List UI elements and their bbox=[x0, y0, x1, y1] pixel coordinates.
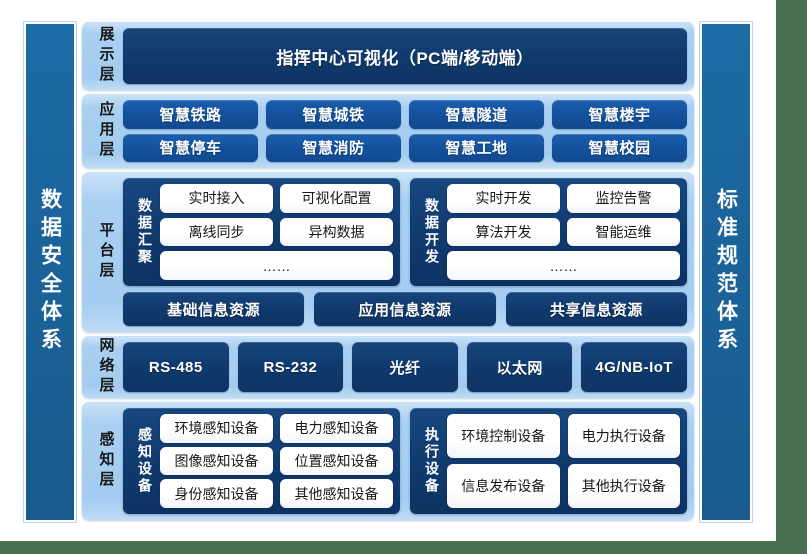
layer-platform-label-wrap: 平台层 bbox=[89, 178, 123, 326]
sensing-group-actuator-devices-grid: 环境控制设备 电力执行设备 信息发布设备 其他执行设备 bbox=[447, 414, 680, 508]
app-item-smart-campus[interactable]: 智慧校园 bbox=[552, 133, 687, 162]
pillar-data-security: 数据安全体系 bbox=[23, 21, 77, 523]
layer-platform-label: 平台层 bbox=[97, 222, 115, 282]
sensing-group-sensor-devices-label-wrap: 感知设备 bbox=[130, 414, 160, 508]
sense-item-image-sensor[interactable]: 图像感知设备 bbox=[160, 446, 273, 476]
platform-groups: 数据汇聚 实时接入 可视化配置 离线同步 异构数据 …… bbox=[123, 178, 687, 286]
platform-group-data-aggregation-label: 数据汇聚 bbox=[137, 198, 153, 266]
app-item-smart-railway[interactable]: 智慧铁路 bbox=[123, 100, 258, 129]
layer-application-label-wrap: 应用层 bbox=[89, 100, 123, 162]
layer-platform: 平台层 数据汇聚 实时接入 可视化配置 离线同步 bbox=[82, 172, 694, 332]
app-item-smart-building[interactable]: 智慧楼宇 bbox=[552, 100, 687, 129]
platform-group-data-aggregation-grid: 实时接入 可视化配置 离线同步 异构数据 …… bbox=[160, 184, 393, 280]
platform-resources: 基础信息资源 应用信息资源 共享信息资源 bbox=[123, 292, 687, 326]
sense-item-other-actuator[interactable]: 其他执行设备 bbox=[567, 464, 680, 508]
layer-application: 应用层 智慧铁路 智慧城铁 智慧隧道 智慧楼宇 智慧停车 智慧消防 智慧工地 智… bbox=[82, 94, 694, 168]
app-item-smart-parking[interactable]: 智慧停车 bbox=[123, 133, 258, 162]
net-item-fiber[interactable]: 光纤 bbox=[352, 342, 458, 392]
network-grid: RS-485 RS-232 光纤 以太网 4G/NB-IoT bbox=[123, 342, 687, 392]
app-item-smart-tunnel[interactable]: 智慧隧道 bbox=[409, 100, 544, 129]
layer-application-label: 应用层 bbox=[97, 101, 115, 161]
layer-application-body: 智慧铁路 智慧城铁 智慧隧道 智慧楼宇 智慧停车 智慧消防 智慧工地 智慧校园 bbox=[123, 100, 687, 162]
layer-sensing-label-wrap: 感知层 bbox=[89, 408, 123, 514]
plat-item-visual-config[interactable]: 可视化配置 bbox=[280, 184, 393, 213]
app-item-smart-metro[interactable]: 智慧城铁 bbox=[266, 100, 401, 129]
sense-item-other-sensor[interactable]: 其他感知设备 bbox=[280, 479, 393, 508]
pillar-standards: 标准规范体系 bbox=[699, 21, 753, 523]
layer-network-label: 网络层 bbox=[97, 337, 115, 397]
layer-platform-body: 数据汇聚 实时接入 可视化配置 离线同步 异构数据 …… bbox=[123, 178, 687, 326]
pillar-data-security-label: 数据安全体系 bbox=[38, 188, 62, 356]
display-banner-box[interactable]: 指挥中心可视化（PC端/移动端） bbox=[123, 28, 687, 84]
sensing-group-sensor-devices-grid: 环境感知设备 电力感知设备 图像感知设备 位置感知设备 身份感知设备 其他感知设… bbox=[160, 414, 393, 508]
layer-network: 网络层 RS-485 RS-232 光纤 以太网 4G/NB-IoT bbox=[82, 336, 694, 398]
platform-group-data-development-label: 数据开发 bbox=[424, 198, 440, 266]
layer-network-body: RS-485 RS-232 光纤 以太网 4G/NB-IoT bbox=[123, 342, 687, 392]
platform-group-data-aggregation: 数据汇聚 实时接入 可视化配置 离线同步 异构数据 …… bbox=[123, 178, 400, 286]
net-item-4g-nbiot[interactable]: 4G/NB-IoT bbox=[581, 342, 687, 392]
sensing-group-actuator-devices-label-wrap: 执行设备 bbox=[417, 414, 447, 508]
sensing-groups: 感知设备 环境感知设备 电力感知设备 图像感知设备 位置感知设备 身份感知设备 … bbox=[123, 408, 687, 514]
plat-item-realtime-access[interactable]: 实时接入 bbox=[160, 184, 273, 213]
resource-shared-information[interactable]: 共享信息资源 bbox=[505, 292, 687, 326]
layer-stack: 展示层 指挥中心可视化（PC端/移动端） 应用层 智慧铁路 智慧城铁 智慧隧道 … bbox=[82, 22, 694, 522]
layer-sensing-body: 感知设备 环境感知设备 电力感知设备 图像感知设备 位置感知设备 身份感知设备 … bbox=[123, 408, 687, 514]
plat-item-monitor-alarm[interactable]: 监控告警 bbox=[567, 184, 680, 213]
layer-display: 展示层 指挥中心可视化（PC端/移动端） bbox=[82, 22, 694, 90]
sense-item-info-publish[interactable]: 信息发布设备 bbox=[447, 464, 560, 508]
platform-group-data-development-grid: 实时开发 监控告警 算法开发 智能运维 …… bbox=[447, 184, 680, 280]
platform-group-data-aggregation-label-wrap: 数据汇聚 bbox=[130, 184, 160, 280]
resource-basic-information[interactable]: 基础信息资源 bbox=[123, 292, 305, 326]
net-item-rs485[interactable]: RS-485 bbox=[123, 342, 229, 392]
plat-item-heterogeneous-data[interactable]: 异构数据 bbox=[280, 217, 393, 247]
net-item-ethernet[interactable]: 以太网 bbox=[466, 342, 573, 392]
plat-item-aggregation-more[interactable]: …… bbox=[160, 251, 393, 280]
platform-group-data-development: 数据开发 实时开发 监控告警 算法开发 智能运维 …… bbox=[410, 178, 687, 286]
layer-sensing: 感知层 感知设备 环境感知设备 电力感知设备 图像感知设备 位置 bbox=[82, 402, 694, 520]
layer-display-body: 指挥中心可视化（PC端/移动端） bbox=[123, 28, 687, 84]
layer-sensing-label: 感知层 bbox=[97, 431, 115, 491]
plat-item-offline-sync[interactable]: 离线同步 bbox=[160, 217, 273, 247]
sense-item-power-actuator[interactable]: 电力执行设备 bbox=[567, 414, 680, 458]
application-grid: 智慧铁路 智慧城铁 智慧隧道 智慧楼宇 智慧停车 智慧消防 智慧工地 智慧校园 bbox=[123, 100, 687, 162]
sensing-group-sensor-devices: 感知设备 环境感知设备 电力感知设备 图像感知设备 位置感知设备 身份感知设备 … bbox=[123, 408, 400, 514]
sense-item-environment-sensor[interactable]: 环境感知设备 bbox=[160, 414, 273, 443]
sense-item-power-sensor[interactable]: 电力感知设备 bbox=[280, 414, 393, 443]
sense-item-location-sensor[interactable]: 位置感知设备 bbox=[280, 446, 393, 476]
sensing-group-actuator-devices: 执行设备 环境控制设备 电力执行设备 信息发布设备 其他执行设备 bbox=[410, 408, 687, 514]
sensing-group-actuator-devices-label: 执行设备 bbox=[424, 427, 440, 495]
diagram-sheet: 数据安全体系 标准规范体系 展示层 指挥中心可视化（PC端/移动端） 应用层 bbox=[0, 0, 776, 541]
sense-item-identity-sensor[interactable]: 身份感知设备 bbox=[160, 479, 273, 508]
pillar-standards-label: 标准规范体系 bbox=[714, 188, 738, 356]
platform-group-data-development-label-wrap: 数据开发 bbox=[417, 184, 447, 280]
net-item-rs232[interactable]: RS-232 bbox=[237, 342, 344, 392]
layer-network-label-wrap: 网络层 bbox=[89, 337, 123, 397]
sense-item-environment-control[interactable]: 环境控制设备 bbox=[447, 414, 560, 458]
app-item-smart-site[interactable]: 智慧工地 bbox=[409, 133, 544, 162]
plat-item-algorithm-development[interactable]: 算法开发 bbox=[447, 217, 560, 247]
resource-application-information[interactable]: 应用信息资源 bbox=[314, 292, 496, 326]
layer-display-label: 展示层 bbox=[97, 26, 115, 86]
plat-item-development-more[interactable]: …… bbox=[447, 251, 680, 280]
plat-item-intelligent-ops[interactable]: 智能运维 bbox=[567, 217, 680, 247]
app-item-smart-fire[interactable]: 智慧消防 bbox=[266, 133, 401, 162]
layer-display-label-wrap: 展示层 bbox=[89, 26, 123, 86]
sensing-group-sensor-devices-label: 感知设备 bbox=[137, 427, 153, 495]
plat-item-realtime-development[interactable]: 实时开发 bbox=[447, 184, 560, 213]
